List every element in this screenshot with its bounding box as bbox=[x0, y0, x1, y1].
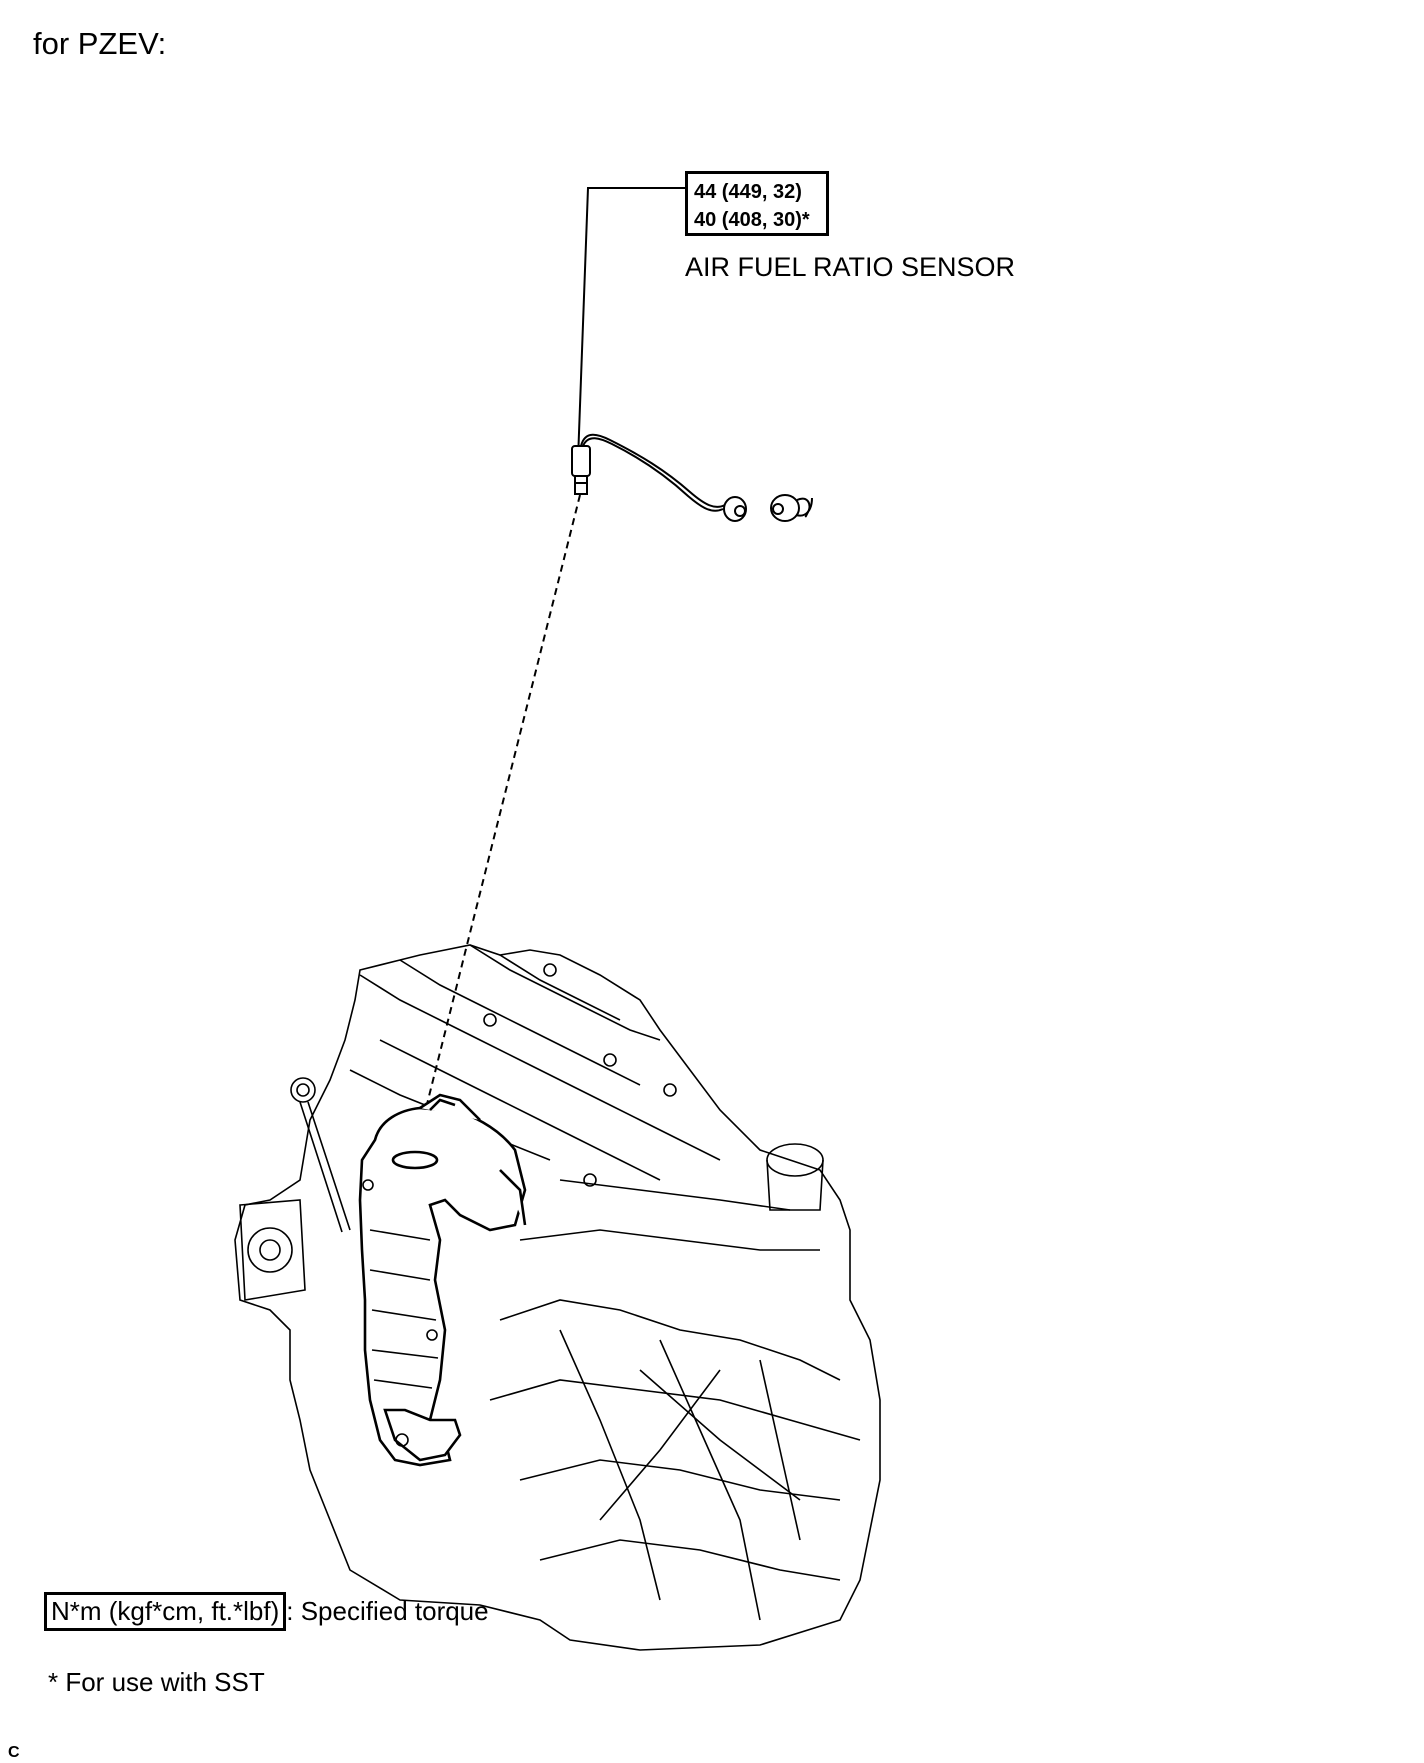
torque-callout-box: 44 (449, 32) 40 (408, 30)* bbox=[685, 171, 829, 236]
torque-value: 44 (449, 32) bbox=[694, 181, 802, 203]
exhaust-manifold-converter bbox=[358, 1093, 527, 1467]
torque-value-sst: 40 (408, 30)* bbox=[694, 209, 810, 231]
engine-assembly bbox=[234, 944, 881, 1651]
footnote: * For use with SST bbox=[48, 1667, 265, 1697]
page-title: for PZEV: bbox=[33, 26, 167, 61]
corner-mark: C bbox=[8, 1744, 20, 1761]
air-fuel-ratio-sensor bbox=[571, 433, 813, 522]
legend-description: : Specified torque bbox=[286, 1596, 489, 1626]
install-dashed-line bbox=[417, 494, 581, 1141]
legend-unit-box: N*m (kgf*cm, ft.*lbf) bbox=[44, 1592, 287, 1631]
leader-line bbox=[577, 187, 685, 461]
torque-legend: N*m (kgf*cm, ft.*lbf): Specified torque bbox=[44, 1592, 489, 1631]
part-label: AIR FUEL RATIO SENSOR bbox=[685, 252, 1016, 282]
